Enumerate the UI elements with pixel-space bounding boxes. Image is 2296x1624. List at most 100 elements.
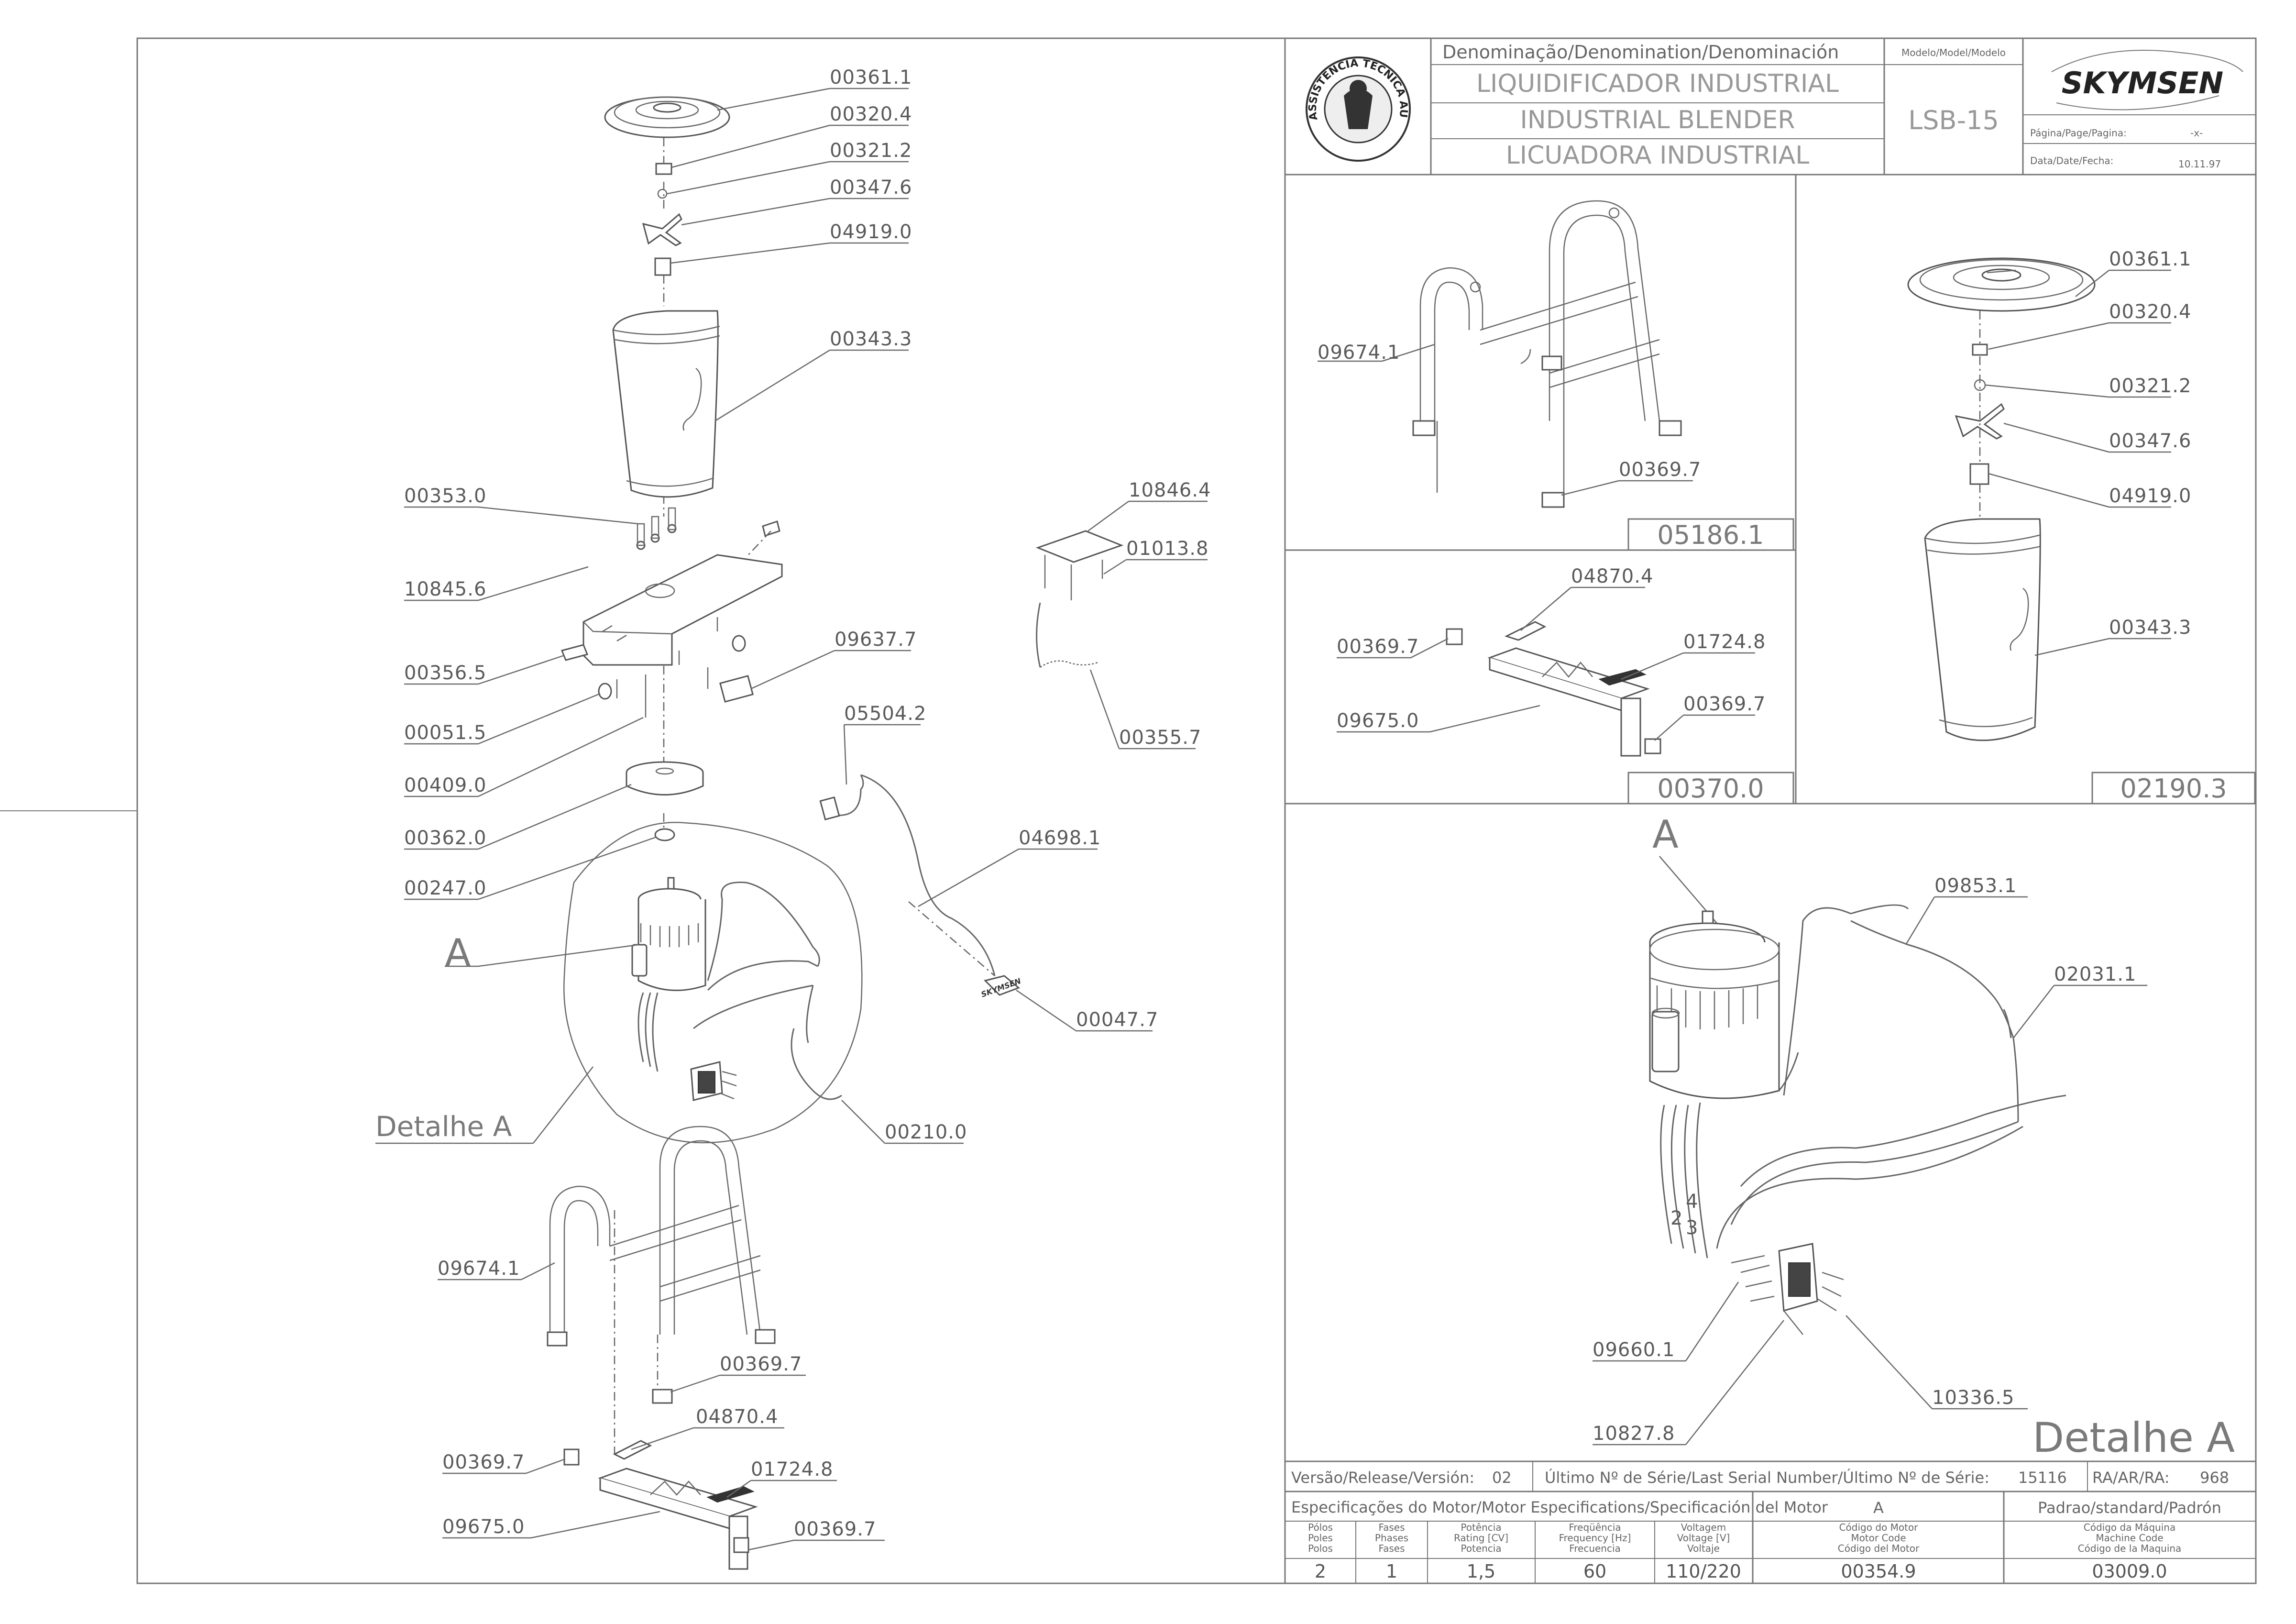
label-hose: 00355.7 [1119,727,1201,749]
label-wire: 00210.0 [885,1121,967,1143]
main-coupling [654,257,671,276]
cup-label-coupling: 04919.0 [2109,485,2191,507]
label-crossbar-clip: 04870.4 [1571,565,1653,587]
value-motor-code: 00354.9 [1841,1561,1916,1582]
hdr-power-en: Rating [CV] [1454,1532,1508,1544]
hdr-volt-es: Voltaje [1687,1543,1720,1554]
hdr-motor-code-es: Código del Motor [1838,1543,1920,1554]
main-detail-circle [563,822,863,1144]
panel-detail-a: A 4 2 3 098 [1593,812,2235,1462]
value-power: 1,5 [1467,1561,1495,1582]
hdr-poles-pt: Pólos [1308,1522,1333,1533]
label-stand: 09674.1 [438,1258,520,1280]
label-plate: 10846.4 [1129,479,1211,501]
product-name-es: LICUADORA INDUSTRIAL [1506,141,1809,170]
main-sticker [719,675,754,703]
label-crossbar-pad: 01724.8 [1683,631,1766,653]
motor-spec-label: Especificações do Motor/Motor Especifica… [1291,1498,1828,1516]
detail-wire-num-3: 3 [1686,1217,1698,1239]
hdr-motor-code-en: Motor Code [1851,1532,1906,1544]
ra-label: RA/AR/RA: [2092,1469,2170,1487]
detail-label-motor: 10827.8 [1593,1423,1675,1445]
main-grommet [598,683,612,700]
detail-wire-num-4: 4 [1686,1191,1698,1213]
cup-label-lid: 00361.1 [2109,248,2191,270]
detail-motor-drawing [1649,904,2066,1335]
authorized-service-seal: ASSISTÊNCIA TÉCNICA AUTORIZADA [0,0,1411,162]
hdr-phases-en: Phases [1375,1532,1408,1544]
label-housing: 10845.6 [404,578,486,600]
crossbar-drawing [1446,621,1661,757]
hdr-poles-en: Poles [1308,1532,1333,1544]
main-switch [560,644,589,661]
hdr-freq-es: Frecuencia [1569,1543,1621,1554]
hdr-phases-es: Fases [1378,1543,1405,1554]
cup-label-washer: 00321.2 [2109,375,2191,397]
label-crossbar-bar: 09675.0 [1337,710,1419,732]
main-crossbar [563,1440,758,1570]
page-value: -x- [2190,127,2203,139]
main-housing [582,507,783,666]
label-motor-coupling: 00247.0 [404,877,486,899]
label-crossbar: 09675.0 [442,1516,525,1538]
release-label: Versão/Release/Versión: [1291,1469,1474,1487]
crossbar-code: 00370.0 [1657,773,1764,804]
panel-cup: 00361.1 00320.4 00321.2 00347.6 04919.0 … [1907,248,2256,805]
standard-label: Padrao/standard/Padrón [2038,1499,2221,1517]
label-washer: 00321.2 [830,140,912,162]
hdr-motor-code-pt: Código do Motor [1839,1522,1919,1533]
release-value: 02 [1492,1469,1512,1487]
main-blade [642,213,682,246]
cup-label-blade: 00347.6 [2109,430,2191,452]
label-cup: 00343.3 [830,328,912,350]
value-poles: 2 [1315,1561,1326,1582]
label-blade: 00347.6 [830,177,912,199]
main-motor-coupling [654,828,675,841]
label-grommet: 00051.5 [404,722,486,744]
detail-title: Detalhe A [2032,1414,2235,1462]
detail-label-wire-b: 02031.1 [2054,963,2136,985]
label-crossbar-pad: 01724.8 [751,1458,833,1480]
label-screw-b: 00409.0 [404,774,486,796]
label-plate-screw: 01013.8 [1126,538,1208,560]
hdr-freq-pt: Freqüência [1569,1522,1621,1533]
value-freq: 60 [1583,1561,1606,1582]
main-cup [612,310,720,498]
hdr-volt-pt: Voltagem [1681,1522,1726,1533]
motor-col-a: A [1873,1499,1884,1517]
label-crossbar-foot-right: 00369.7 [1683,693,1766,715]
page-label: Página/Page/Pagina: [2030,127,2127,139]
date-value: 10.11.97 [2178,158,2221,170]
detail-label-screw: 10336.5 [1932,1387,2014,1409]
cup-label-cup: 00343.3 [2109,617,2191,639]
ra-value: 968 [2200,1469,2229,1487]
label-foot-c: 00369.7 [794,1518,876,1540]
hdr-poles-es: Polos [1308,1543,1333,1554]
main-screws-b [616,617,718,718]
date-label: Data/Date/Fecha: [2030,155,2113,166]
label-coupling: 04919.0 [830,221,912,243]
brand-logo: SKYMSEN [2051,50,2243,110]
label-stand-foot: 00369.7 [1619,459,1701,481]
product-name-en: INDUSTRIAL BLENDER [1520,106,1795,134]
label-switch: 00356.5 [404,662,486,684]
title-block: Denominação/Denomination/Denominación LI… [0,0,2256,176]
hdr-phases-pt: Fases [1378,1522,1405,1533]
hdr-freq-en: Frequency [Hz] [1559,1532,1631,1544]
main-cap-nut [655,163,672,175]
label-motor-ref: A [445,931,471,975]
model-header: Modelo/Model/Modelo [1901,47,2006,58]
detail-label-wire-a: 09853.1 [1934,875,2017,897]
label-crossbar-foot-left: 00369.7 [1337,636,1419,658]
model-value: LSB-15 [1908,105,1999,135]
hdr-power-pt: Potência [1461,1522,1501,1533]
main-base-disc [626,761,704,795]
label-sticker: 09637.7 [835,629,917,651]
hdr-machine-code-en: Machine Code [2096,1532,2163,1544]
product-name-pt: LIQUIDIFICADOR INDUSTRIAL [1476,69,1839,98]
serial-label: Último Nº de Série/Last Serial Number/Úl… [1545,1468,1989,1487]
serial-value: 15116 [2018,1469,2067,1487]
hdr-power-es: Potencia [1461,1543,1501,1554]
label-foot-a: 00369.7 [720,1353,802,1375]
